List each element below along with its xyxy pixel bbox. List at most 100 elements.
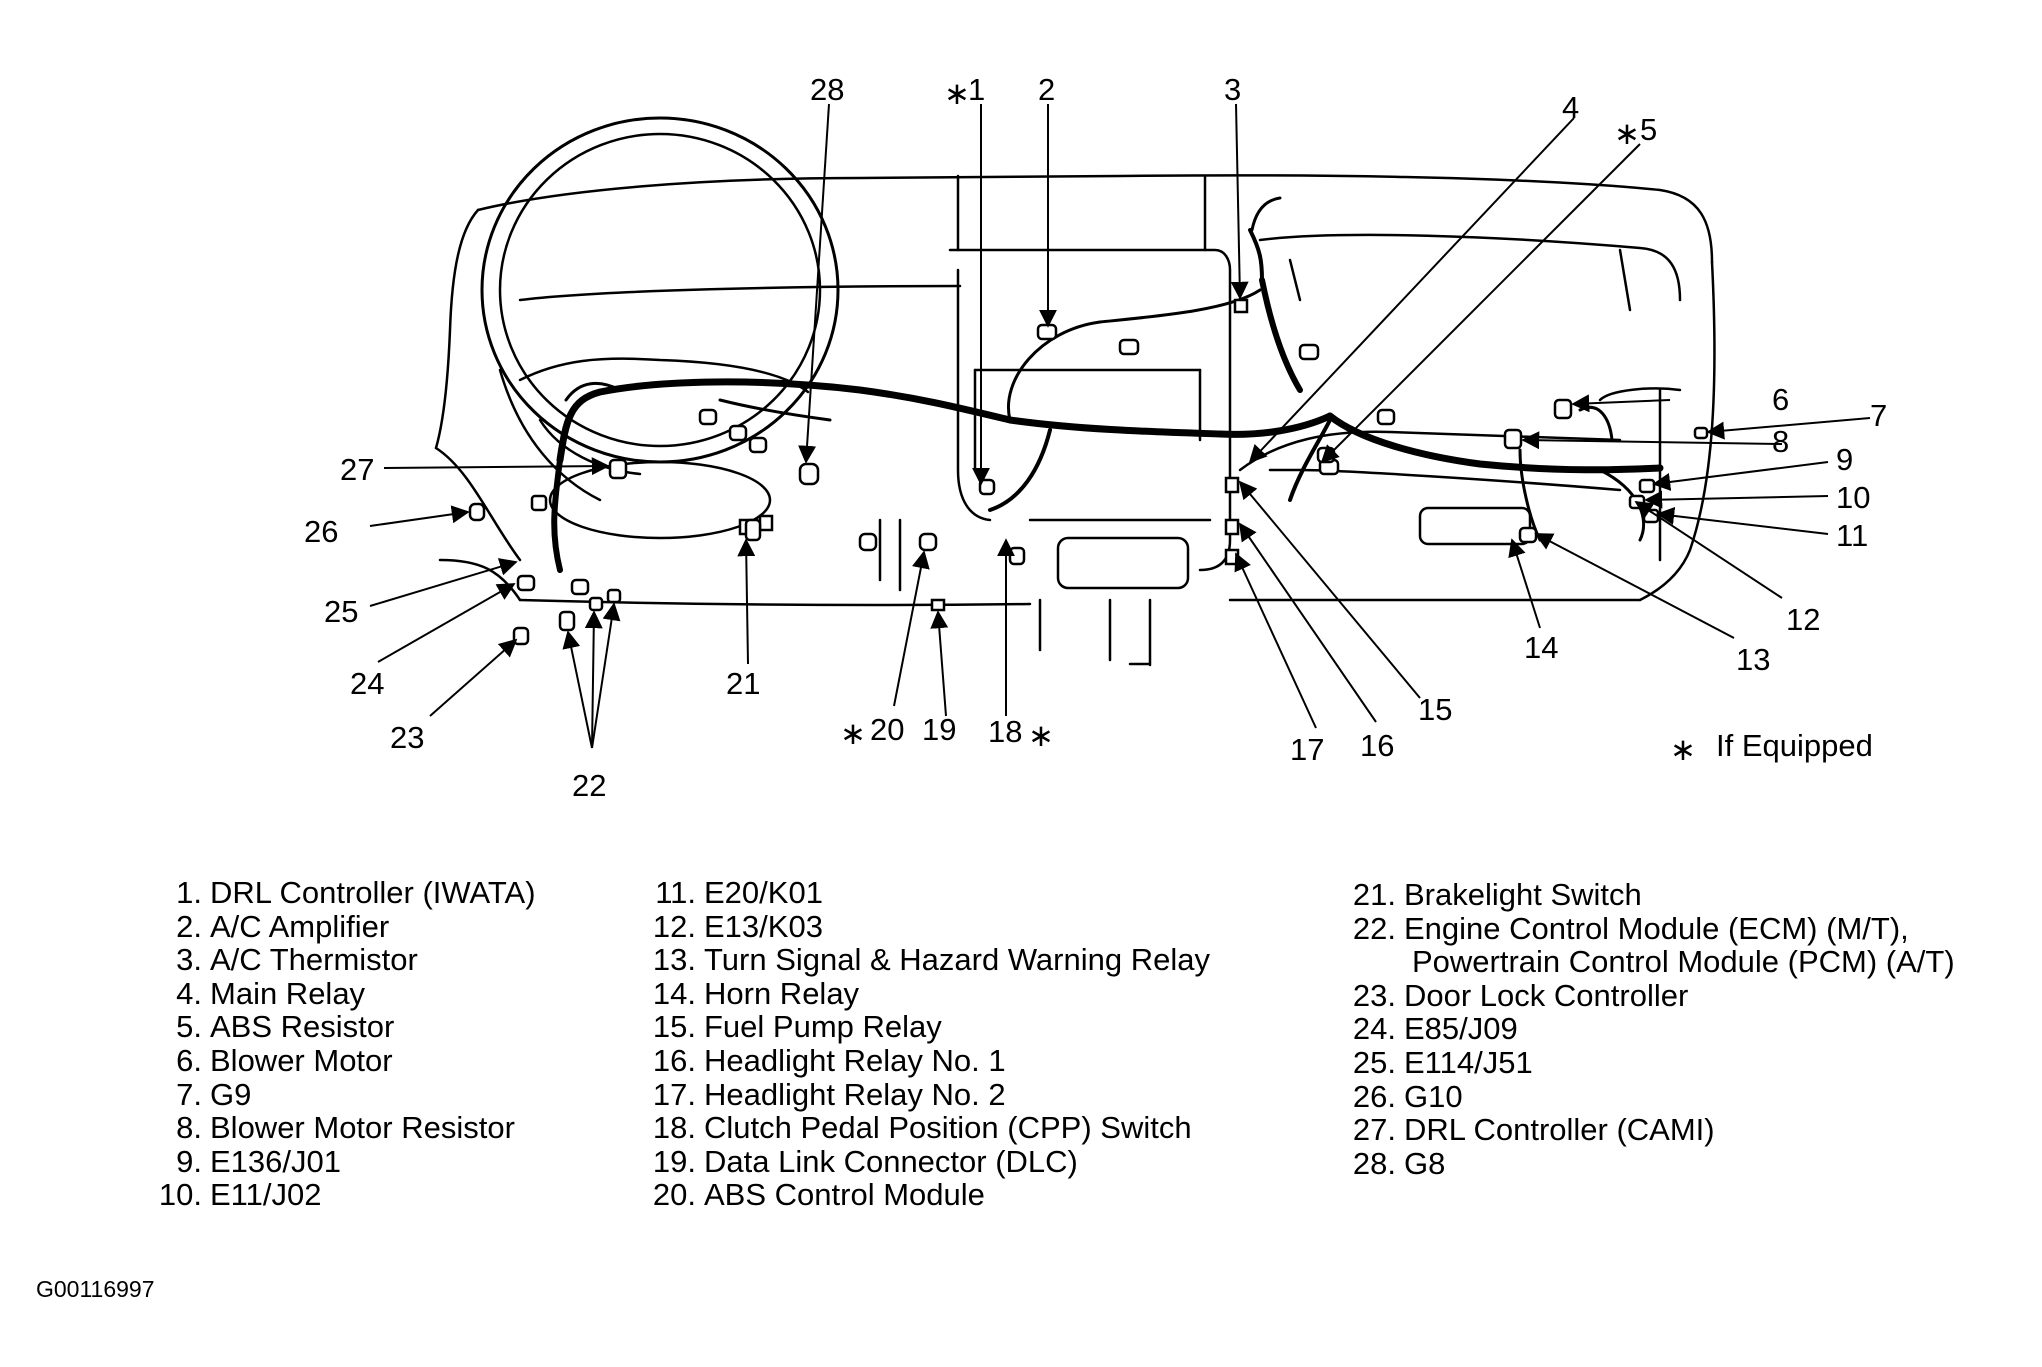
- asterisk-5: ∗: [1614, 116, 1640, 151]
- callout-11: 11: [1836, 518, 1868, 553]
- callout-9: 9: [1836, 442, 1853, 477]
- legend-item-number: 3.: [176, 942, 202, 978]
- legend-item-label: ABS Control Module: [704, 1177, 985, 1213]
- legend-item-number: 21.: [1352, 877, 1396, 912]
- legend-item: 2.A/C Amplifier: [146, 908, 536, 944]
- legend-item-label: Engine Control Module (ECM) (M/T),: [1404, 910, 1909, 946]
- legend-item: 3.A/C Thermistor: [146, 943, 536, 977]
- legend-item-number: 15.: [652, 1009, 696, 1045]
- legend-item: 9.E136/J01: [146, 1143, 536, 1179]
- figure-id: G00116997: [36, 1276, 155, 1302]
- callout-16: 16: [1360, 728, 1394, 763]
- callout-1: 1: [968, 72, 985, 107]
- legend-item: 1.DRL Controller (IWATA): [146, 875, 536, 910]
- legend-item-label: A/C Thermistor: [210, 942, 418, 978]
- callout-20: 20: [870, 712, 904, 747]
- legend-item-label: Data Link Connector (DLC): [704, 1143, 1078, 1179]
- legend-item: 24.E85/J09: [1340, 1012, 1955, 1046]
- callout-13: 13: [1736, 642, 1770, 677]
- asterisk-18: ∗: [1028, 718, 1054, 753]
- callout-19: 19: [922, 712, 956, 747]
- legend-item-label: Blower Motor: [210, 1042, 393, 1078]
- legend-item-number: 18.: [652, 1110, 696, 1146]
- legend-item-number: 27.: [1352, 1112, 1396, 1148]
- legend-item-label: Blower Motor Resistor: [210, 1110, 515, 1146]
- if-equipped-label: If Equipped: [1716, 728, 1873, 763]
- legend-item: 19.Data Link Connector (DLC): [640, 1143, 1210, 1179]
- legend-item-number: 10.: [158, 1177, 202, 1213]
- legend-item-label: E136/J01: [210, 1143, 341, 1179]
- callout-6: 6: [1772, 382, 1789, 417]
- legend-item: 27.DRL Controller (CAMI): [1340, 1113, 1955, 1147]
- callout-10: 10: [1836, 480, 1870, 515]
- legend-item: 17.Headlight Relay No. 2: [640, 1076, 1210, 1112]
- dashboard-drawing: [434, 116, 1716, 667]
- legend-item-label: DRL Controller (IWATA): [210, 875, 536, 910]
- legend-item-number: 6.: [176, 1042, 202, 1078]
- asterisk-legend: ∗: [1670, 732, 1696, 767]
- callout-4: 4: [1562, 90, 1579, 125]
- callout-17: 17: [1290, 732, 1324, 767]
- legend-item: 18.Clutch Pedal Position (CPP) Switch: [640, 1111, 1210, 1145]
- legend-item: 25.E114/J51: [1340, 1046, 1955, 1080]
- legend-item: 10.E11/J02: [146, 1178, 536, 1212]
- legend-item-label: Door Lock Controller: [1404, 977, 1689, 1013]
- legend-item-number: 7.: [176, 1076, 202, 1112]
- legend-item-label: Fuel Pump Relay: [704, 1009, 942, 1045]
- legend-item: 6.Blower Motor: [146, 1044, 536, 1078]
- callout-14: 14: [1524, 630, 1558, 665]
- callout-21: 21: [726, 666, 760, 701]
- legend-item-number: 17.: [652, 1076, 696, 1112]
- legend-item-number: 8.: [176, 1110, 202, 1146]
- callout-15: 15: [1418, 692, 1452, 727]
- legend-item-number: 28.: [1352, 1145, 1396, 1181]
- legend-item-label: Horn Relay: [704, 975, 860, 1011]
- legend-item: 11.E20/K01: [640, 876, 1210, 910]
- legend-item: 8.Blower Motor Resistor: [146, 1111, 536, 1145]
- legend-item-number: 11.: [655, 875, 696, 910]
- legend-item-label: Headlight Relay No. 2: [704, 1076, 1006, 1112]
- legend-item: 7.G9: [146, 1076, 536, 1112]
- legend-item-number: 23.: [1352, 977, 1396, 1013]
- legend-item-number: 5.: [176, 1009, 202, 1045]
- legend-item: 12.E13/K03: [640, 908, 1210, 944]
- legend-item-number: 24.: [1352, 1011, 1396, 1047]
- legend-item-number: 22.: [1352, 910, 1396, 946]
- legend-item: 16.Headlight Relay No. 1: [640, 1044, 1210, 1078]
- legend-item-label: G9: [210, 1076, 252, 1112]
- if-equipped-asterisks: ∗ ∗ ∗ ∗ ∗: [840, 76, 1696, 767]
- callout-12: 12: [1786, 602, 1820, 637]
- legend-item-label: Clutch Pedal Position (CPP) Switch: [704, 1110, 1192, 1146]
- callout-23: 23: [390, 720, 424, 755]
- callout-numbers: 1 2 3 4 5 6 7 8 9 10 11 12 13 14 15 16 1…: [304, 72, 1887, 803]
- legend-item-label: E85/J09: [1404, 1011, 1518, 1047]
- callout-27: 27: [340, 452, 374, 487]
- legend-item-number: 20.: [652, 1177, 696, 1213]
- legend-item-number: 26.: [1352, 1078, 1396, 1114]
- dashboard-component-locator-diagram: 1 2 3 4 5 6 7 8 9 10 11 12 13 14 15 16 1…: [304, 72, 1887, 803]
- legend-item: 5.ABS Resistor: [146, 1010, 536, 1044]
- legend-item: 23.Door Lock Controller: [1340, 977, 1955, 1013]
- legend-item-label: A/C Amplifier: [210, 908, 390, 944]
- legend-item-number: 25.: [1352, 1044, 1396, 1080]
- legend-item: 14.Horn Relay: [640, 975, 1210, 1011]
- wiring-harness: [551, 196, 1664, 573]
- asterisk-20: ∗: [840, 716, 866, 751]
- legend-item-label: G8: [1404, 1145, 1446, 1181]
- callout-18: 18: [988, 714, 1022, 749]
- legend-item-label: E11/J02: [210, 1177, 322, 1213]
- legend-item-label: E114/J51: [1404, 1044, 1533, 1080]
- callout-22: 22: [572, 768, 606, 803]
- callout-25: 25: [324, 594, 358, 629]
- callout-26: 26: [304, 514, 338, 549]
- legend-item-label: ABS Resistor: [210, 1009, 395, 1045]
- callout-leaders: [369, 103, 1871, 749]
- legend-item-label: E13/K03: [704, 908, 823, 944]
- legend-item-label: Brakelight Switch: [1404, 877, 1642, 912]
- legend-item-number: 13.: [652, 942, 696, 978]
- legend-item-number: 12.: [652, 908, 696, 944]
- legend-item: 28.G8: [1340, 1145, 1955, 1181]
- callout-24: 24: [350, 666, 384, 701]
